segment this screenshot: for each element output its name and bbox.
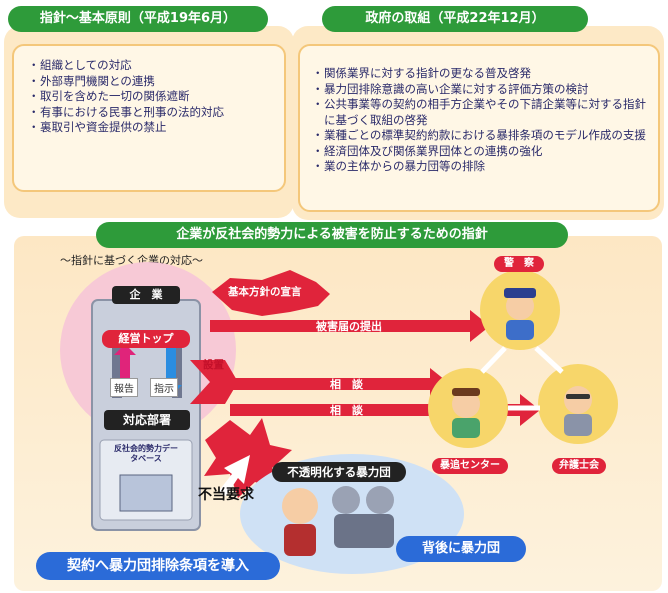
instruct-label: 指示 xyxy=(150,378,178,397)
lawyers-label: 弁護士会 xyxy=(552,458,606,474)
consult2-label: 相 談 xyxy=(330,402,363,418)
report-label: 報告 xyxy=(110,378,138,397)
consult1-label: 相 談 xyxy=(330,376,363,392)
center-staff-icon xyxy=(452,388,480,438)
top-mgmt-label: 経営トップ xyxy=(102,330,190,348)
setup-label: 設置 xyxy=(203,357,224,372)
contract-clause-label: 契約へ暴力団排除条項を導入 xyxy=(36,552,280,580)
behind-gang-label: 背後に暴力団 xyxy=(396,536,526,562)
company-label: 企 業 xyxy=(112,286,180,304)
opaque-gang-label: 不透明化する暴力団 xyxy=(272,462,406,482)
police-label: 警 察 xyxy=(494,256,544,272)
center-label: 暴追センター xyxy=(432,458,508,474)
database-screen xyxy=(120,475,172,511)
dept-label: 対応部署 xyxy=(104,410,190,430)
database-label: 反社会的勢力データベース xyxy=(114,444,178,464)
police-officer-icon xyxy=(504,288,536,340)
unfair-demand-label: 不当要求 xyxy=(198,484,254,504)
policy-label: 基本方針の宣言 xyxy=(228,284,302,299)
damage-report-label: 被害届の提出 xyxy=(316,318,382,334)
